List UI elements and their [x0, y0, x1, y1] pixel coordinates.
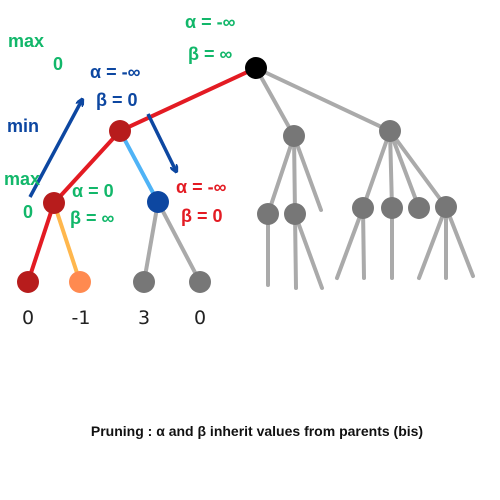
caption: Pruning : α and β inherit values from pa…	[91, 423, 423, 439]
leaf-node-0b	[189, 271, 211, 293]
edge-g2-b	[388, 129, 394, 210]
node-min	[109, 120, 131, 142]
edge-g2-d	[388, 129, 448, 209]
level-max-low-value: 0	[23, 202, 33, 222]
edge-root-g1	[254, 66, 296, 138]
right-alpha-label: α = -∞	[176, 177, 227, 197]
level-max-top-value: 0	[53, 54, 63, 74]
node-grey-h3	[352, 197, 374, 219]
node-grey-h2	[284, 203, 306, 225]
leaf-node-0	[17, 271, 39, 293]
leaf-node-neg1	[69, 271, 91, 293]
leaf-value-3: 3	[138, 307, 150, 329]
node-grey-h6	[435, 196, 457, 218]
edge-maxleft-leaf0	[26, 201, 56, 284]
edge-g2-a	[361, 129, 392, 210]
right-beta-label: β = 0	[181, 206, 223, 226]
edge-blue-right	[156, 200, 202, 284]
unexplored-edges	[142, 66, 475, 290]
edge-h3-down-a	[335, 206, 365, 280]
explored-edges	[26, 66, 258, 284]
left-alpha-label: α = 0	[72, 181, 114, 201]
level-max-top-label: max	[8, 31, 44, 51]
edge-min-blue	[118, 129, 160, 204]
leaf-node-3	[133, 271, 155, 293]
leaf-value-2: -1	[72, 307, 91, 329]
min-beta-label: β = 0	[96, 90, 138, 110]
arrow-up-to-min	[28, 100, 82, 198]
root-beta-label: β = ∞	[188, 44, 233, 64]
edge-blue-left	[142, 200, 160, 284]
edge-min-maxleft	[52, 129, 122, 205]
edge-h3-down-b	[361, 206, 366, 280]
edge-g1-a	[266, 134, 296, 216]
arrow-down-to-right	[146, 113, 176, 171]
node-grey-1	[283, 125, 305, 147]
edge-g1-c	[292, 134, 323, 212]
min-alpha-label: α = -∞	[90, 62, 141, 82]
edge-root-min	[118, 66, 258, 133]
node-max-right	[147, 191, 169, 213]
level-min-label: min	[7, 116, 39, 136]
edge-h2-down-b	[293, 212, 324, 290]
node-root-max	[245, 57, 267, 79]
edge-h6-down-a	[417, 205, 448, 280]
node-grey-h4	[381, 197, 403, 219]
edge-g1-b	[292, 134, 297, 216]
edge-maxleft-leafneg1	[52, 201, 82, 284]
edge-h6-down-c	[444, 205, 475, 278]
level-max-low-label: max	[4, 169, 40, 189]
node-grey-2	[379, 120, 401, 142]
leaf-value-4: 0	[194, 307, 206, 329]
nodes	[17, 57, 457, 293]
node-grey-h5	[408, 197, 430, 219]
edge-root-g2	[254, 66, 392, 133]
root-alpha-label: α = -∞	[185, 12, 236, 32]
edge-h2-down-a	[293, 212, 298, 290]
node-grey-h1	[257, 203, 279, 225]
left-beta-label: β = ∞	[70, 208, 115, 228]
node-max-left	[43, 192, 65, 214]
leaf-value-1: 0	[22, 307, 34, 329]
labels: α = -∞ β = ∞ max 0 α = -∞ β = 0 min max …	[4, 12, 423, 439]
edge-g2-c	[388, 129, 421, 210]
